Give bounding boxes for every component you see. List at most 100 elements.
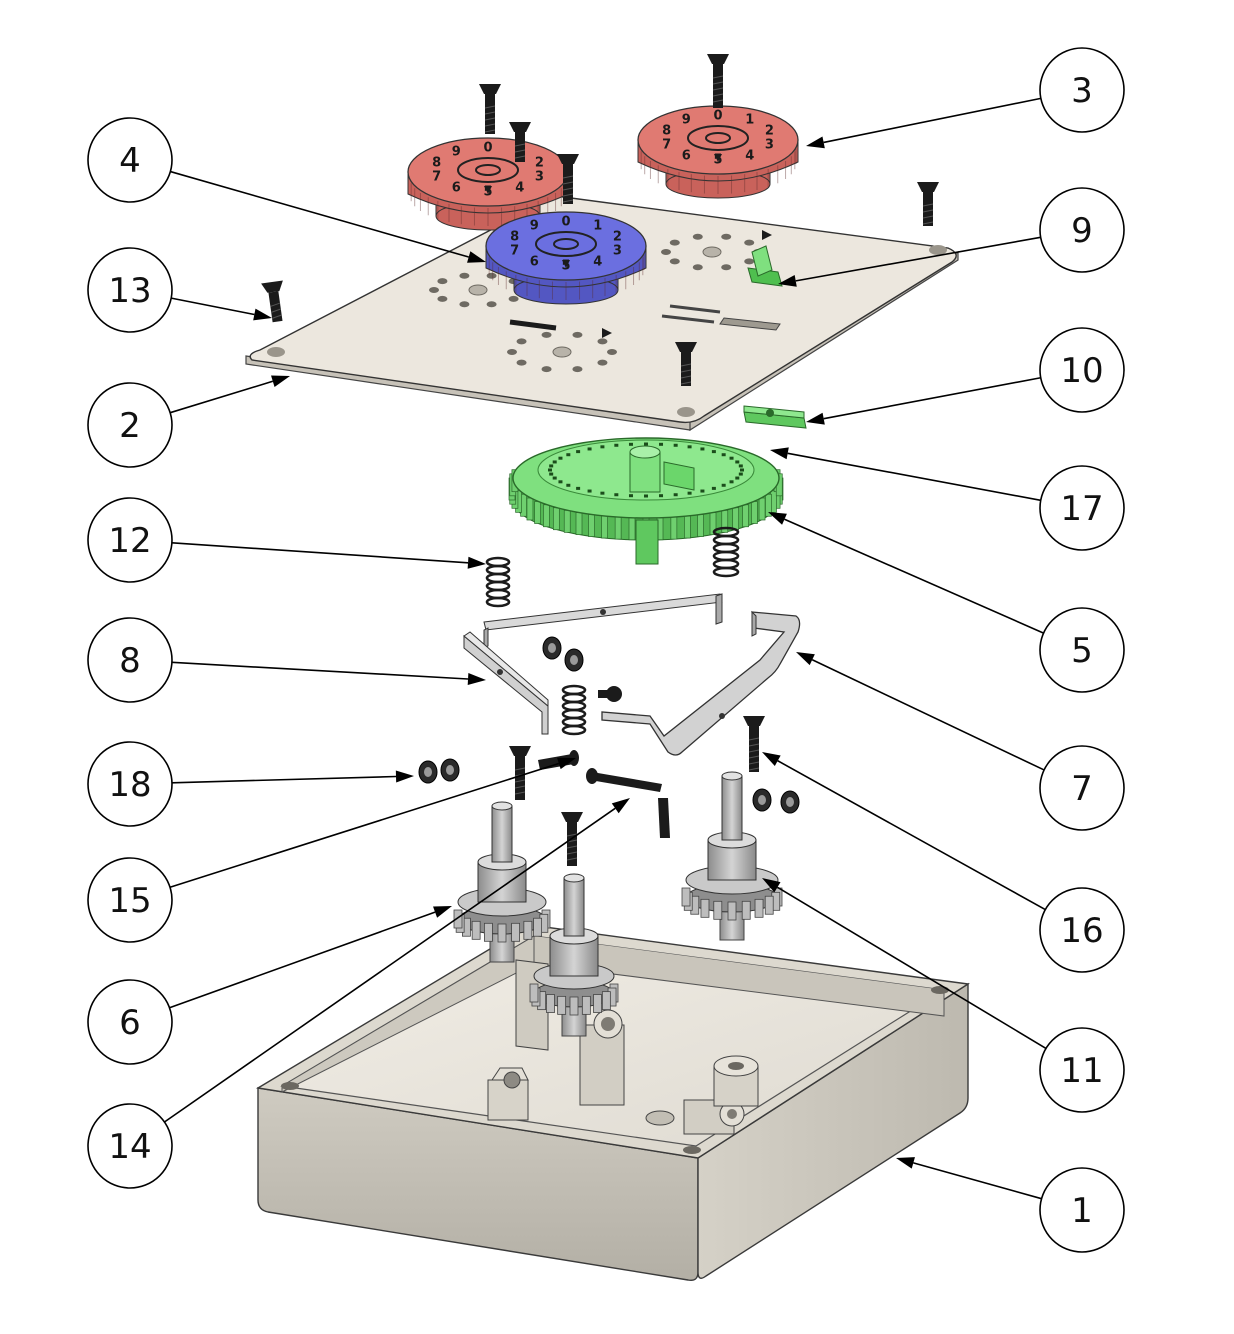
leader-arrowhead [768,512,787,525]
dial-digit: 3 [765,137,774,152]
flat-head-screw [917,182,939,226]
item-balloon: 7 [1039,745,1125,831]
item-balloon: 12 [87,497,173,583]
leader-line [171,542,469,564]
leader-arrowhead [467,672,486,685]
item-balloon: 3 [1039,47,1125,133]
item-number: 18 [108,765,151,805]
item-balloon: 16 [1039,887,1125,973]
leader-line [171,775,397,784]
leader-arrowhead [271,375,290,388]
item-number: 15 [108,881,151,921]
dial-digit: 7 [662,137,671,152]
item-number: 17 [1060,489,1103,529]
item-number: 8 [119,641,141,681]
dial-digit: 4 [593,254,602,269]
item-number: 12 [108,521,151,561]
spring [485,556,511,608]
leader-lines [164,97,1047,1200]
item-balloon: 18 [87,741,173,827]
item-number: 5 [1071,631,1093,671]
dial-digit: 7 [432,169,441,184]
item-number: 14 [108,1127,151,1167]
dial-digit: 0 [713,109,722,124]
spur-gear [681,771,783,941]
leader-line [913,1162,1042,1200]
flat-head-screw [561,812,583,866]
leader-line [777,760,1046,911]
flat-head-screw [509,746,531,800]
leader-line [169,762,560,889]
spur-gear [453,801,551,963]
dial-digit: 2 [613,230,622,245]
item-balloon: 1 [1039,1167,1125,1253]
dial-digit: 2 [765,124,774,139]
dial-digit: 1 [593,219,602,234]
spring [712,526,740,578]
large-number-wheel-gear [508,437,784,565]
item-balloon: 2 [87,382,173,468]
item-balloon: 6 [87,979,173,1065]
leader-arrowhead [796,652,815,666]
leader-arrowhead [762,878,781,893]
item-balloon: 17 [1039,465,1125,551]
item-balloon: 13 [87,247,173,333]
leader-line [823,376,1041,420]
hex-nut [440,758,460,782]
hinge-post-left [487,1067,529,1121]
item-number: 3 [1071,71,1093,111]
hole-ring [429,272,527,308]
leader-arrowhead [467,556,486,569]
dial-digit: 9 [682,113,691,128]
leader-line [811,659,1045,771]
slide-switch-knob [747,245,783,287]
compression-springs [485,526,740,736]
leader-line [164,807,616,1123]
lever-arm-bent [601,610,801,756]
screws [261,54,939,866]
dial-digit: 0 [483,141,492,156]
slider-plate [743,405,807,429]
leader-arrowhead [806,412,825,425]
lever-arm-straight [483,593,723,649]
item-balloon: 9 [1039,187,1125,273]
leader-arrowhead [762,752,781,766]
flat-head-screw [743,716,765,772]
leader-line [169,911,436,1009]
item-number: 13 [108,271,151,311]
count-knob-blue: 0123456789 [485,211,647,305]
dial-digit: 4 [745,148,754,163]
dial-digit: 3 [535,169,544,184]
flat-head-screw [261,280,283,323]
item-number: 16 [1060,911,1103,951]
leader-arrowhead [611,798,630,814]
dial-digit: 3 [613,243,622,258]
enclosure-box [255,924,970,1282]
dial-digit: 8 [432,156,441,171]
flat-head-screw [509,122,531,162]
item-balloon: 14 [87,1103,173,1189]
pan-head-screw [598,686,622,702]
hex-nut [542,636,562,660]
dial-digit: 1 [745,113,754,128]
item-balloon: 5 [1039,607,1125,693]
dial-digit: 2 [535,156,544,171]
leader-arrowhead [778,274,797,287]
leader-line [171,661,469,680]
dial-digit: 9 [452,145,461,160]
leader-arrowhead [467,251,486,263]
leader-arrowhead [770,447,789,460]
dial-digit: 8 [662,124,671,139]
top-plate [245,195,959,432]
hex-nut [418,760,438,784]
count-knob-right: 0123456789 [637,105,799,199]
standoff-post [713,1055,759,1107]
item-number: 11 [1060,1051,1103,1091]
item-number: 10 [1060,351,1103,391]
enclosure-right-wall [697,982,969,1279]
leader-arrowhead [806,136,825,149]
hex-nut [780,790,800,814]
item-balloon: 11 [1039,1027,1125,1113]
